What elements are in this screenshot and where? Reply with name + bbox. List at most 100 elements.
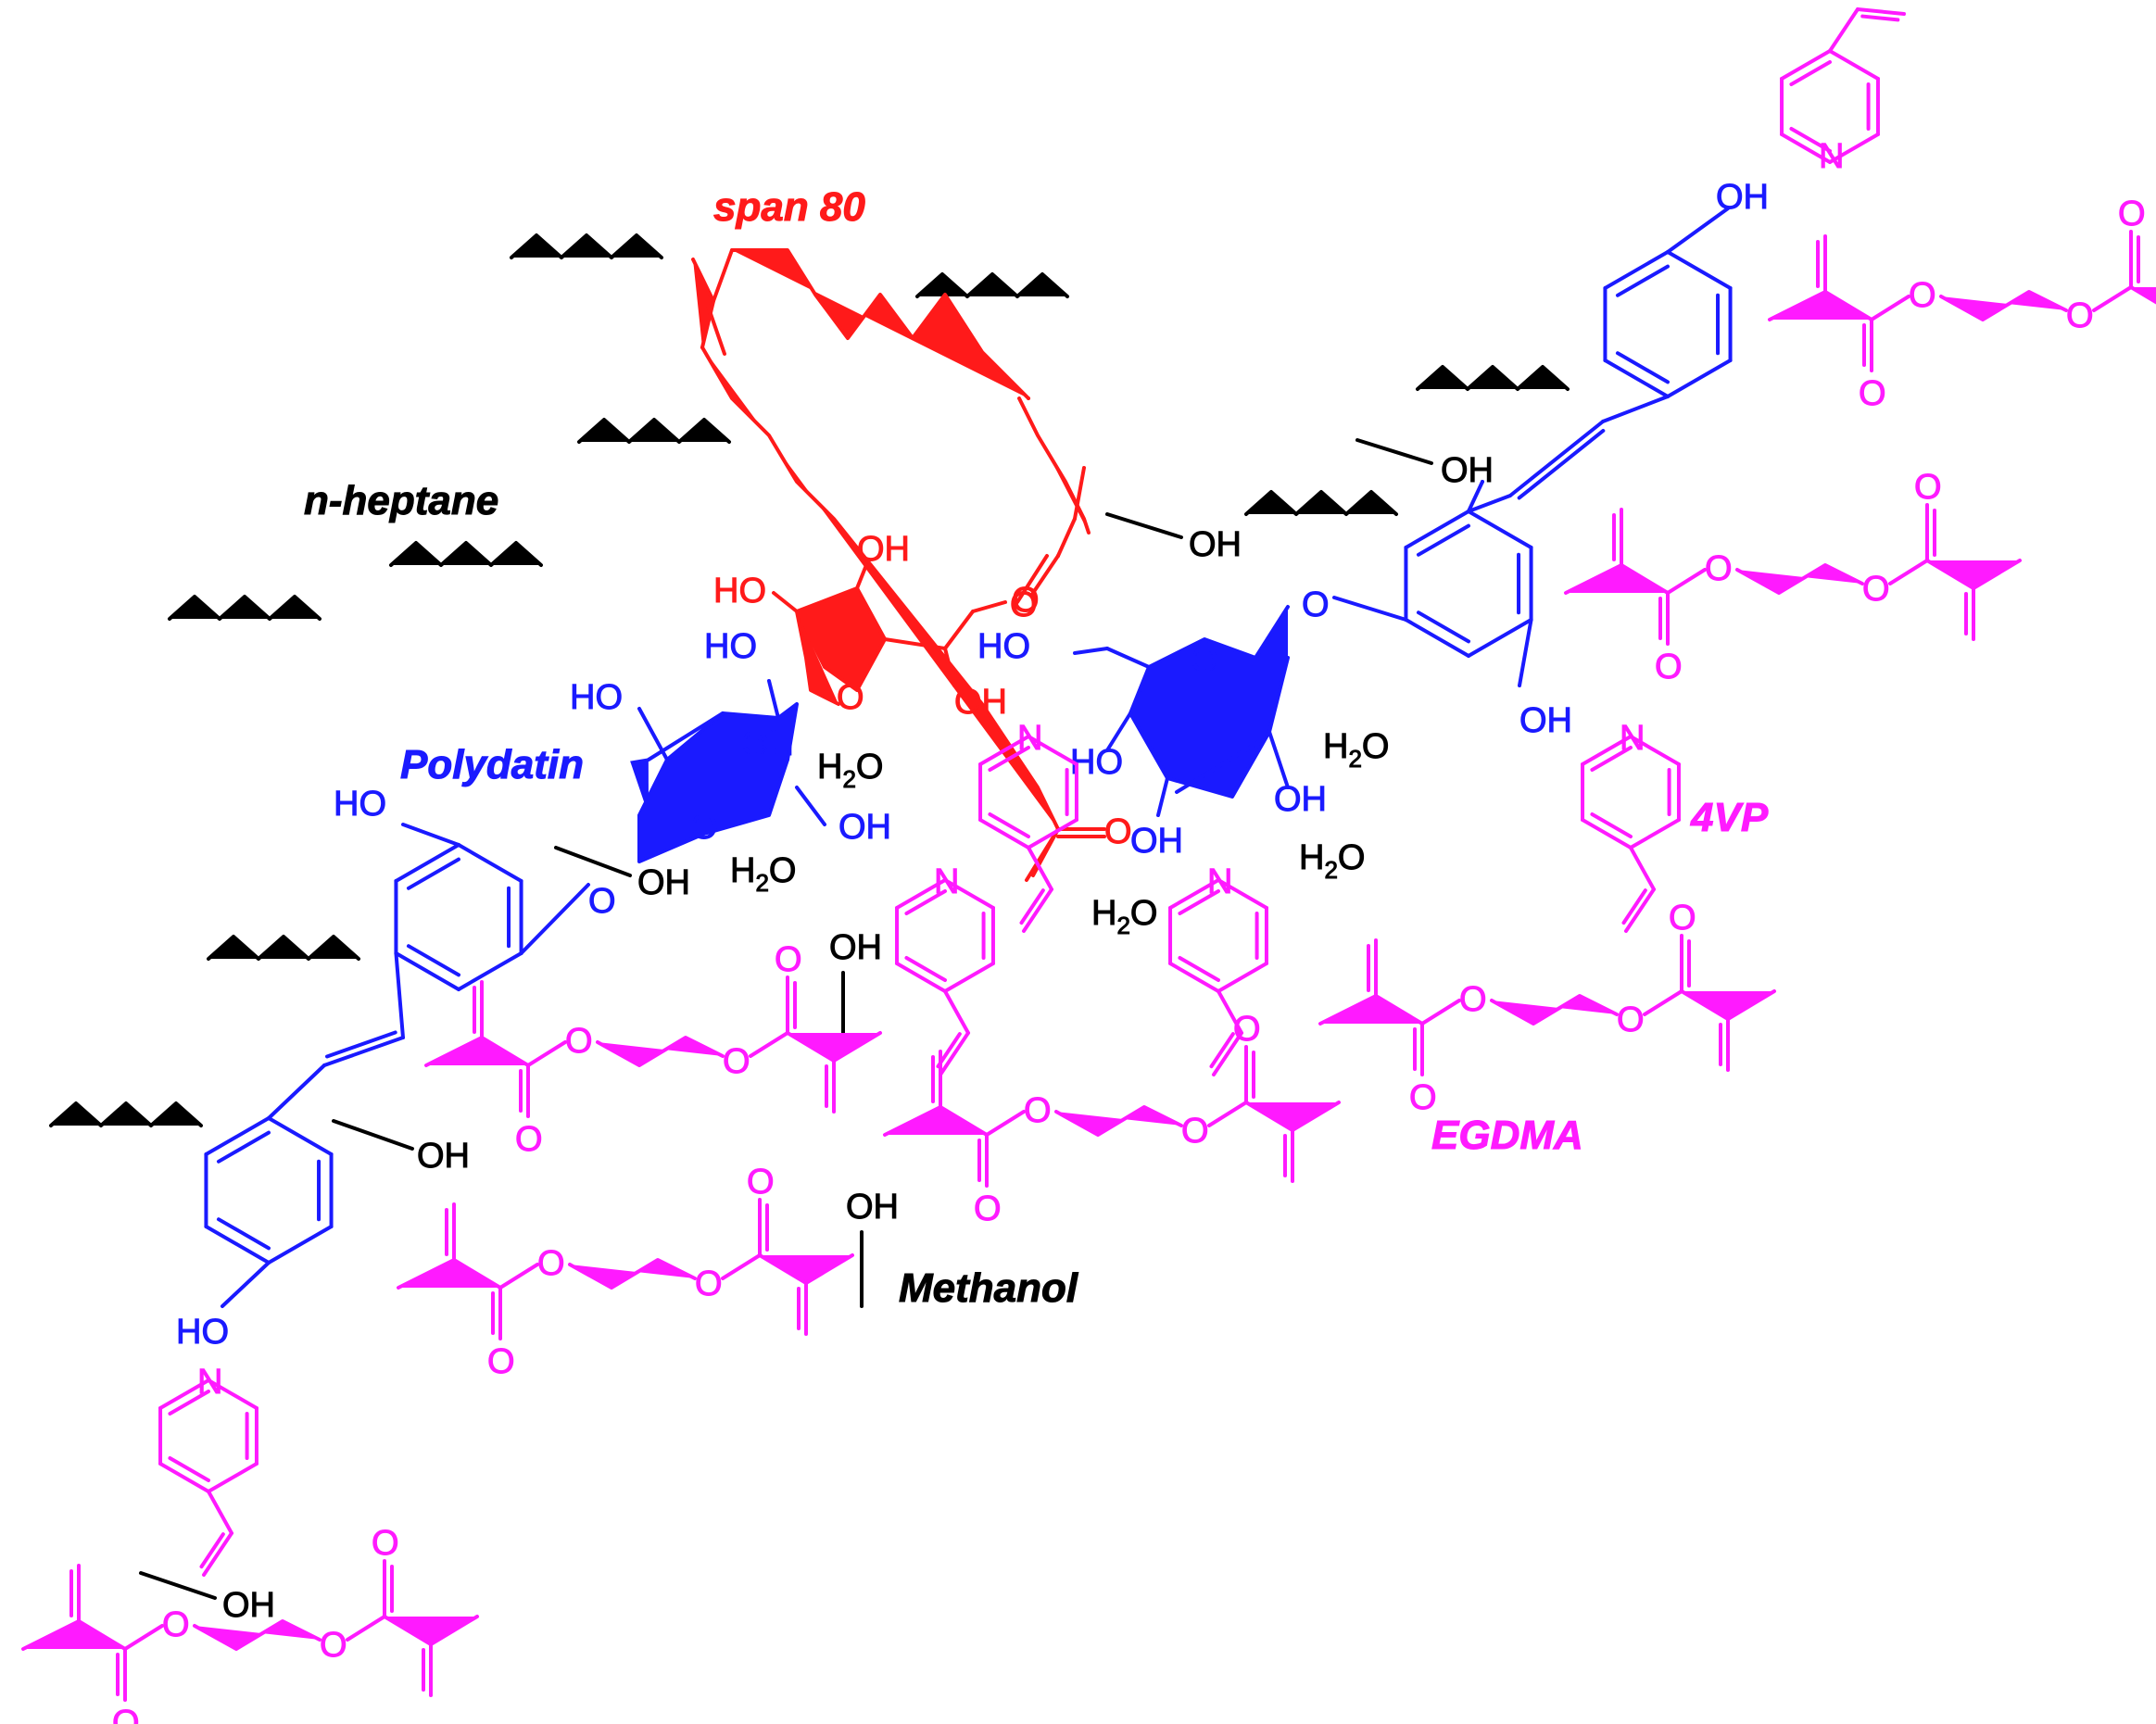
ester-o: O bbox=[1705, 549, 1733, 588]
pyridine-ring-bond bbox=[978, 735, 1030, 766]
ester-o: O bbox=[537, 1244, 565, 1283]
resorcinol-ring-right-inner-bond bbox=[1416, 610, 1470, 644]
bond bbox=[943, 647, 956, 687]
oleyl-chain bbox=[691, 258, 715, 349]
glucose-ho-left-2: HO bbox=[704, 627, 757, 666]
ester-o: O bbox=[162, 1605, 190, 1644]
bond bbox=[1870, 295, 1910, 321]
pyridine-ring-bond bbox=[895, 878, 947, 910]
heptane-chain bbox=[1416, 365, 1570, 391]
bond bbox=[971, 600, 1007, 613]
pyridine-ring-inner-bond bbox=[1789, 127, 1832, 153]
bond bbox=[1467, 480, 1484, 513]
bond bbox=[1420, 999, 1461, 1026]
pyridine-ring-inner-bond bbox=[904, 889, 947, 915]
methanol-oh: OH bbox=[846, 1188, 899, 1227]
carbonyl-o: O bbox=[1409, 1078, 1437, 1117]
bond bbox=[772, 591, 799, 613]
bond bbox=[795, 610, 840, 706]
pyridine-ring-inner-bond bbox=[988, 746, 1030, 772]
ester-o: O bbox=[2066, 296, 2094, 335]
heptane-chain bbox=[577, 418, 731, 444]
bond bbox=[221, 1261, 271, 1308]
glucose-o-left: O bbox=[690, 808, 718, 847]
bond bbox=[1105, 711, 1132, 752]
phenol-oh-right: OH bbox=[1716, 178, 1769, 217]
pyridine-ring-bond bbox=[1168, 962, 1220, 993]
vinyl-bond bbox=[207, 1490, 233, 1535]
ester-o: O bbox=[1909, 276, 1936, 315]
glucose-ring-left bbox=[637, 702, 799, 863]
vinyl-bond bbox=[1217, 989, 1243, 1035]
bond bbox=[712, 248, 734, 303]
carbonyl-o: O bbox=[372, 1524, 399, 1563]
resorcinol-ring-left-bond bbox=[457, 843, 523, 883]
double-bond bbox=[1517, 428, 1606, 500]
phenol-ring-left-inner-bond bbox=[216, 1217, 271, 1251]
methacrylate-left bbox=[424, 1036, 530, 1067]
bond bbox=[1031, 554, 1060, 595]
double-bond bbox=[1860, 14, 1900, 22]
phenol-ring-right-bond bbox=[1666, 250, 1733, 290]
pyridine-ring-bond bbox=[1217, 962, 1268, 993]
double-bond bbox=[202, 1531, 233, 1577]
polydatin-label: Polydatin bbox=[400, 742, 584, 787]
bond bbox=[1073, 466, 1086, 521]
glucose-ho-left-1: HO bbox=[570, 678, 623, 717]
glucose-oh-right-3: OH bbox=[1130, 822, 1183, 861]
double-bond bbox=[199, 1532, 225, 1569]
glucose-o-right: O bbox=[1191, 641, 1218, 680]
bond bbox=[985, 1110, 1026, 1137]
pyridine-n: N bbox=[934, 862, 959, 901]
bold-bond bbox=[1175, 739, 1262, 794]
pyridine-ring-inner-bond bbox=[904, 956, 947, 982]
ester-o: O bbox=[320, 1626, 347, 1665]
ester-o: O bbox=[1024, 1091, 1052, 1130]
methacrylate-right bbox=[1680, 989, 1776, 1021]
bond bbox=[943, 610, 975, 650]
bond bbox=[1017, 396, 1091, 535]
ester-o: O bbox=[1459, 980, 1487, 1019]
oleyl-tail-a bbox=[730, 248, 1030, 400]
bond bbox=[519, 883, 590, 955]
wedge-bond bbox=[630, 758, 649, 815]
pyridine-ring-inner-bond bbox=[1178, 956, 1220, 982]
resorcinol-ring-left-inner-bond bbox=[406, 857, 460, 890]
resorcinol-ring-left-inner-bond bbox=[406, 944, 460, 977]
heptane-chain bbox=[207, 935, 360, 961]
methanol-label: Methanol bbox=[899, 1265, 1078, 1311]
carbonyl-o: O bbox=[1104, 812, 1132, 851]
bond bbox=[1025, 827, 1060, 882]
methacrylate-right bbox=[758, 1253, 854, 1285]
carbonyl-o: O bbox=[775, 940, 802, 979]
glucose-ho-right-2: HO bbox=[1070, 743, 1123, 782]
bond bbox=[1156, 776, 1169, 817]
bond bbox=[795, 786, 826, 826]
sorbitan-ring bbox=[795, 586, 887, 692]
heptane-molecules bbox=[49, 233, 1570, 1127]
glucose-ho-right-1: HO bbox=[977, 627, 1030, 666]
bond bbox=[749, 1031, 789, 1058]
water-molecule: H2O bbox=[817, 748, 883, 793]
resorcinol-oh-right: OH bbox=[1519, 701, 1572, 740]
bond bbox=[123, 1624, 164, 1651]
glycoside-o-left: O bbox=[588, 882, 616, 921]
pyridine-ring-inner-bond bbox=[1590, 812, 1633, 838]
bond bbox=[498, 1263, 539, 1290]
bond bbox=[1105, 647, 1151, 669]
methanol-oh: OH bbox=[417, 1137, 470, 1176]
carbonyl-o: O bbox=[974, 1189, 1002, 1228]
methanol-bond bbox=[332, 1119, 414, 1151]
methacrylate-left bbox=[883, 1105, 989, 1137]
resorcinol-ring-right-bond bbox=[1467, 510, 1533, 549]
bond bbox=[1332, 596, 1408, 622]
resorcinol-ring-right-inner-bond bbox=[1416, 523, 1470, 557]
methacrylate-left bbox=[397, 1258, 502, 1290]
bond bbox=[1888, 559, 1929, 585]
bond bbox=[401, 823, 460, 847]
methacrylate-right bbox=[383, 1615, 479, 1646]
double-bond bbox=[1621, 888, 1647, 925]
